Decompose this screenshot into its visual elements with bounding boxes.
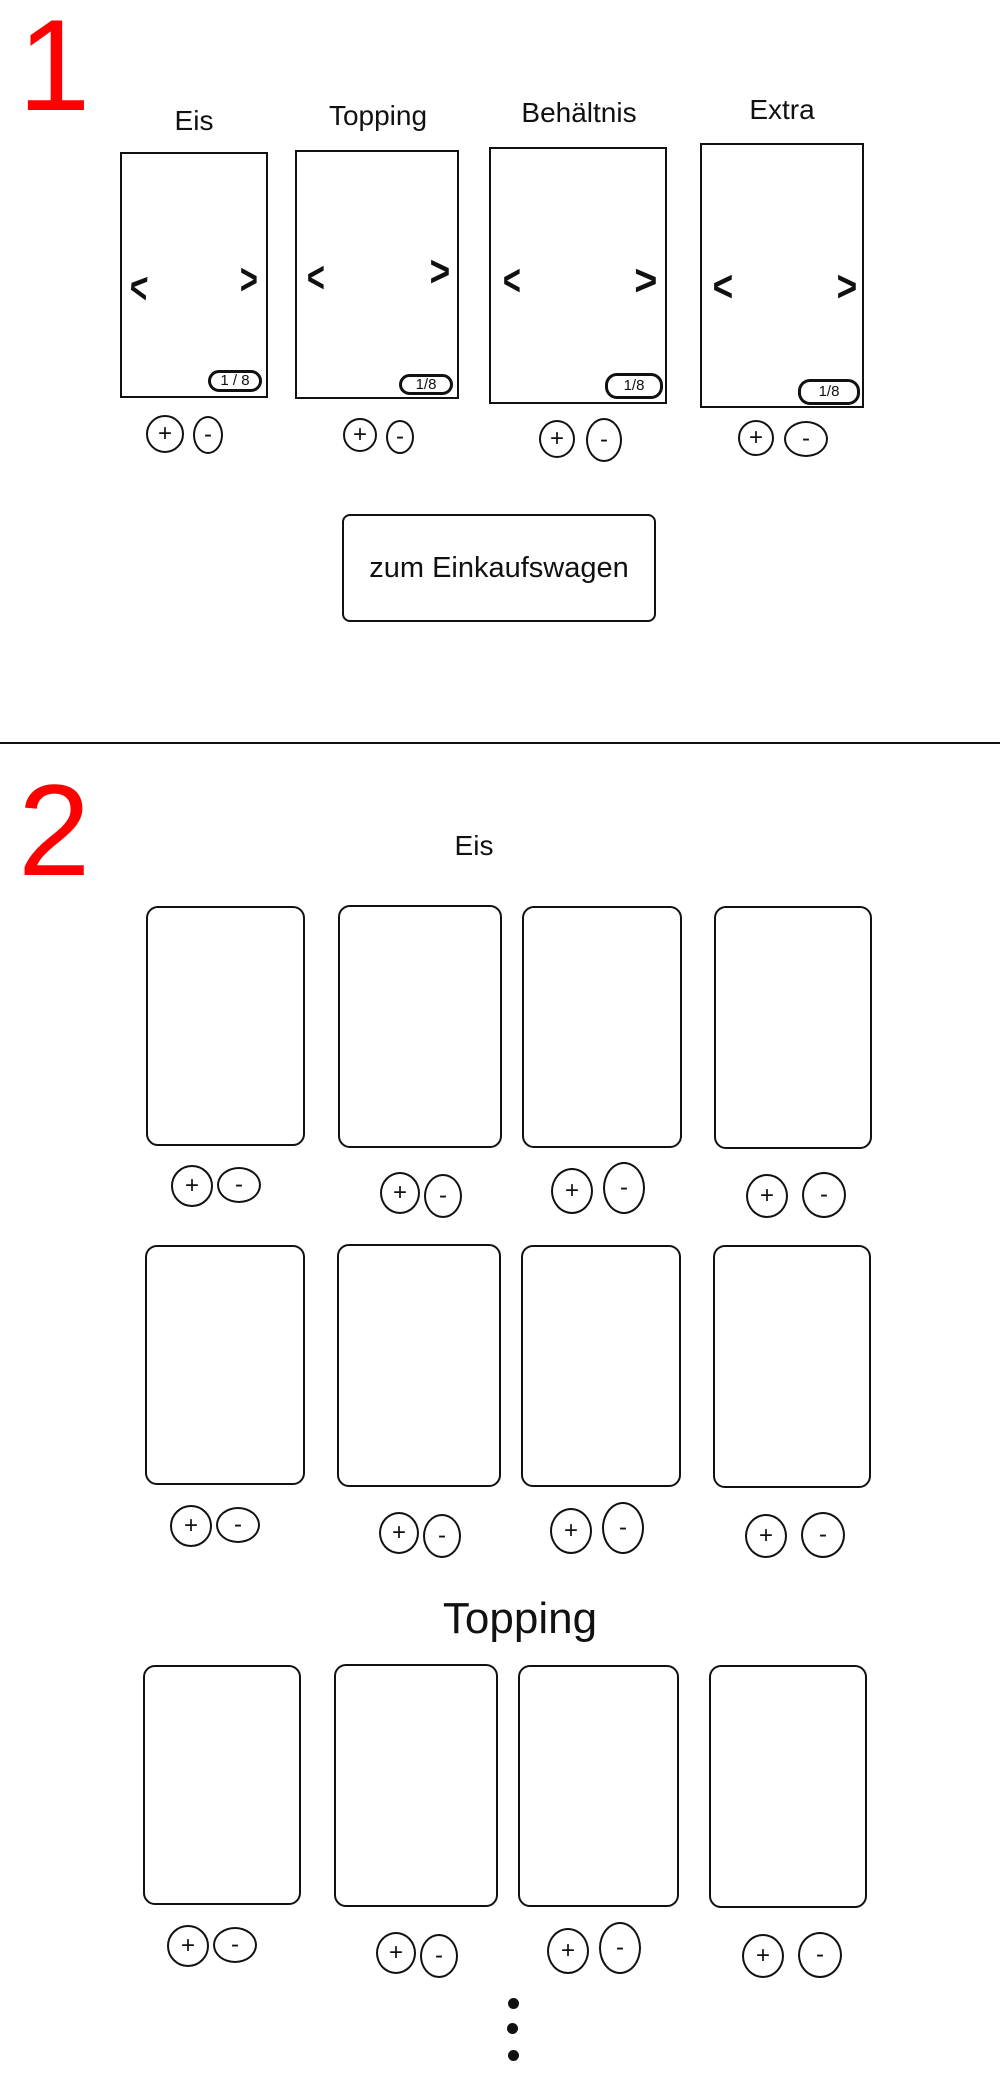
plus-button[interactable]: + xyxy=(376,1932,416,1974)
add-to-cart-button[interactable]: zum Einkaufswagen xyxy=(342,514,656,622)
product-card[interactable] xyxy=(337,1244,501,1487)
minus-button[interactable]: - xyxy=(423,1514,461,1558)
plus-button[interactable]: + xyxy=(171,1165,213,1207)
chevron-left-icon[interactable]: < xyxy=(502,256,521,305)
product-card[interactable] xyxy=(146,906,305,1146)
plus-button[interactable]: + xyxy=(738,420,774,456)
vertical-ellipsis-icon xyxy=(506,1995,522,2067)
product-card[interactable] xyxy=(521,1245,681,1487)
category-label-eis: Eis xyxy=(174,105,214,136)
product-card[interactable] xyxy=(713,1245,871,1488)
chevron-left-icon[interactable]: < xyxy=(306,253,325,302)
minus-button[interactable]: - xyxy=(216,1507,260,1543)
product-card[interactable] xyxy=(518,1665,679,1907)
minus-button[interactable]: - xyxy=(386,420,414,454)
plus-button[interactable]: + xyxy=(746,1174,788,1218)
category-label-behaeltnis: Behältnis xyxy=(521,97,637,128)
page-counter-badge: 1/8 xyxy=(798,379,860,405)
minus-button[interactable]: - xyxy=(599,1922,641,1974)
minus-button[interactable]: - xyxy=(802,1172,846,1218)
minus-button[interactable]: - xyxy=(801,1512,845,1558)
minus-button[interactable]: - xyxy=(798,1932,842,1978)
category-label-topping: Topping xyxy=(328,100,428,131)
product-carousel-behaeltnis[interactable]: < > 1/8 xyxy=(489,147,667,404)
plus-button[interactable]: + xyxy=(539,420,575,458)
minus-button[interactable]: - xyxy=(586,418,622,462)
section-number-1: 1 xyxy=(18,0,91,138)
chevron-right-icon[interactable]: > xyxy=(240,255,259,304)
product-card[interactable] xyxy=(334,1664,498,1907)
product-card[interactable] xyxy=(709,1665,867,1908)
minus-button[interactable]: - xyxy=(420,1934,458,1978)
page-counter-badge: 1 / 8 xyxy=(208,370,262,392)
plus-button[interactable]: + xyxy=(742,1934,784,1978)
product-card[interactable] xyxy=(145,1245,305,1485)
plus-button[interactable]: + xyxy=(379,1512,419,1554)
product-card[interactable] xyxy=(338,905,502,1148)
minus-button[interactable]: - xyxy=(193,416,223,454)
page-counter-badge: 1/8 xyxy=(399,374,453,395)
chevron-left-icon[interactable]: < xyxy=(128,261,150,314)
plus-button[interactable]: + xyxy=(170,1505,212,1547)
chevron-right-icon[interactable]: > xyxy=(429,247,451,296)
plus-button[interactable]: + xyxy=(167,1925,209,1967)
product-card[interactable] xyxy=(714,906,872,1149)
plus-button[interactable]: + xyxy=(343,418,377,452)
plus-button[interactable]: + xyxy=(551,1168,593,1214)
plus-button[interactable]: + xyxy=(547,1928,589,1974)
category-label-extra: Extra xyxy=(749,94,815,125)
minus-button[interactable]: - xyxy=(217,1167,261,1203)
section-heading-eis: Eis xyxy=(454,830,494,861)
chevron-left-icon[interactable]: < xyxy=(712,262,734,311)
chevron-right-icon[interactable]: > xyxy=(836,262,858,311)
product-card[interactable] xyxy=(522,906,682,1148)
minus-button[interactable]: - xyxy=(213,1927,257,1963)
section-divider xyxy=(0,742,1000,744)
minus-button[interactable]: - xyxy=(424,1174,462,1218)
product-carousel-eis[interactable]: < > 1 / 8 xyxy=(120,152,268,398)
chevron-right-icon[interactable]: > xyxy=(634,256,658,305)
minus-button[interactable]: - xyxy=(602,1502,644,1554)
minus-button[interactable]: - xyxy=(603,1162,645,1214)
section-heading-topping: Topping xyxy=(442,1594,598,1643)
product-card[interactable] xyxy=(143,1665,301,1905)
plus-button[interactable]: + xyxy=(745,1514,787,1558)
plus-button[interactable]: + xyxy=(146,415,184,453)
plus-button[interactable]: + xyxy=(550,1508,592,1554)
product-carousel-extra[interactable]: < > 1/8 xyxy=(700,143,864,408)
plus-button[interactable]: + xyxy=(380,1172,420,1214)
section-number-2: 2 xyxy=(18,757,91,903)
product-carousel-topping[interactable]: < > 1/8 xyxy=(295,150,459,399)
minus-button[interactable]: - xyxy=(784,421,828,457)
page-counter-badge: 1/8 xyxy=(605,373,663,399)
